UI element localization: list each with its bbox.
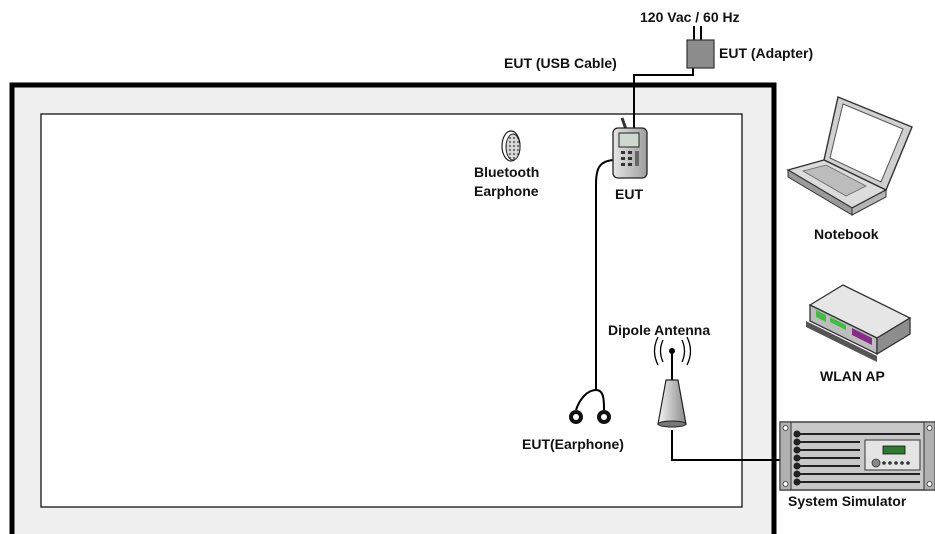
eut-label: EUT [615,186,643,202]
antenna-icon [653,336,692,428]
earphone-cable-line [595,159,615,390]
usb-cable-line [633,68,694,130]
usb-cable-label: EUT (USB Cable) [504,55,617,71]
bluetooth-earphone-icon [501,130,521,162]
chamber-inner-area [40,113,743,508]
phone-icon [612,117,648,179]
notebook-icon [786,96,913,216]
eut-earphone-label: EUT(Earphone) [522,436,624,452]
bluetooth-label-line1: Bluetooth [474,164,539,180]
adapter-icon [686,26,715,69]
wired-earphone-icon [569,389,611,424]
wlan-ap-icon [806,284,912,362]
wlan-ap-label: WLAN AP [820,368,885,384]
rf-cable-line [671,430,782,461]
power-label: 120 Vac / 60 Hz [640,9,740,25]
notebook-label: Notebook [814,226,879,242]
system-simulator-label: System Simulator [788,493,907,509]
system-simulator-icon [779,421,935,491]
adapter-label: EUT (Adapter) [719,45,813,61]
dipole-antenna-label: Dipole Antenna [608,322,710,338]
bluetooth-label-line2: Earphone [474,183,539,199]
